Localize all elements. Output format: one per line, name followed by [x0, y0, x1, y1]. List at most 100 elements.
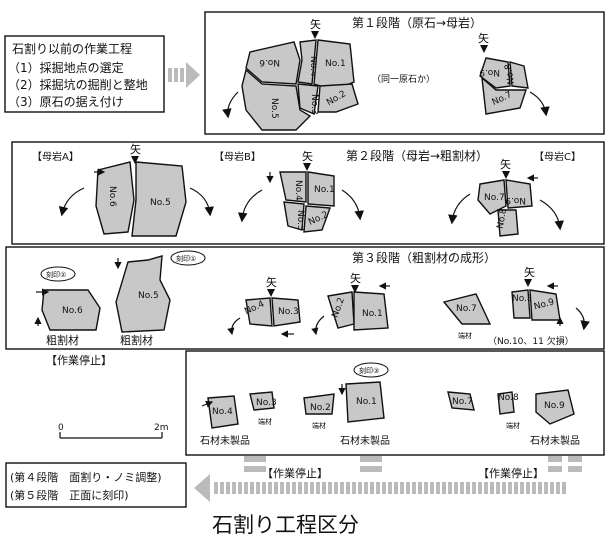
stone-label: No.8 [512, 294, 533, 304]
stone-label: No.4 [308, 56, 318, 77]
stamp-2-badge [40, 266, 76, 282]
stone-no2 [303, 205, 331, 233]
ya-marker [502, 171, 510, 179]
stage5-text: (第５段階 正面に刻印) [10, 488, 129, 502]
curved-arrow [448, 193, 471, 225]
ya-label: 矢 [310, 17, 321, 31]
stone-label: No.3 [256, 398, 277, 408]
stone-no1 [353, 291, 389, 331]
stone-no2 [303, 393, 335, 415]
ya-label: 矢 [350, 271, 361, 285]
mother-rock-c-label: 【母岩C】 [534, 150, 581, 163]
figure-caption: 石割り工程区分 [212, 513, 359, 537]
stone-label: No.7 [452, 397, 473, 407]
stone-no1 [345, 381, 385, 423]
work-stop-label: 【作業停止】 [478, 466, 544, 480]
stone-label: No.7 [484, 193, 505, 203]
stone-label: No.6 [259, 57, 280, 67]
scale-zero: 0 [58, 423, 64, 433]
stamp-2-label: 刻印② [46, 270, 66, 279]
stone-label: No.9 [479, 67, 500, 77]
stone-label: No.8 [504, 63, 517, 85]
ya-marker [524, 279, 532, 287]
offcut-label: 端材 [506, 421, 520, 430]
ya-label: 矢 [302, 149, 313, 163]
stone-no7 [481, 76, 527, 115]
pre-work-box [4, 35, 165, 113]
ya-label: 矢 [478, 31, 489, 45]
stone-no3 [283, 201, 305, 231]
stone-no5 [241, 68, 312, 131]
ya-marker [351, 285, 359, 293]
curved-arrow [237, 189, 263, 223]
stone-no5 [131, 161, 187, 237]
stone-no9 [505, 179, 533, 209]
stone-no4 [245, 297, 273, 327]
ya-marker [267, 289, 275, 297]
stone-label: No.5 [150, 198, 171, 208]
stone-label: No.9 [505, 195, 526, 205]
mother-rock-b-label: 【母岩B】 [214, 150, 261, 163]
stone-label: No.1 [362, 309, 383, 319]
stone-no7 [442, 293, 492, 325]
mother-rock-a-label: 【母岩A】 [32, 150, 79, 163]
unfinished-label: 石材未製品 [530, 434, 580, 447]
stage3-title: 第３段階（粗割材の成形） [352, 250, 496, 265]
stage1-title: 第１段階（原石→母岩） [352, 15, 482, 30]
pre-work-title: 石割り以前の作業工程 [12, 41, 132, 56]
curved-arrow [227, 317, 241, 336]
stone-no6 [41, 289, 101, 331]
stone-no6 [95, 161, 135, 235]
curved-arrow [539, 199, 564, 231]
rough-material-label: 粗割材 [120, 333, 153, 347]
stone-no6 [245, 41, 301, 85]
stone-no7 [447, 391, 475, 411]
stone-no4 [297, 39, 317, 85]
ya-marker [480, 45, 488, 53]
curved-arrow [222, 91, 239, 119]
stone-no8 [497, 391, 515, 415]
stone-label: No.5 [138, 291, 159, 301]
stage4-text: (第４段階 面割り・ノミ調整) [10, 470, 162, 484]
stone-label: No.5 [269, 98, 279, 119]
stone-no1 [307, 171, 335, 207]
stone-no3 [249, 391, 275, 411]
offcut-label: 端材 [258, 417, 272, 426]
ya-label: 矢 [130, 142, 141, 156]
stage3-box [5, 246, 605, 350]
stone-label: No.2 [310, 403, 331, 413]
scale-max: 2m [154, 423, 169, 433]
pre-work-item-2: （2）採掘坑の掘削と整地 [8, 77, 148, 92]
curved-arrow [575, 307, 590, 331]
stage2-title: 第２段階（母岩→粗割材） [346, 148, 488, 163]
stone-label: No.9 [544, 401, 565, 411]
ya-marker [131, 156, 139, 164]
stone-label: No.3 [309, 94, 319, 115]
stone-label: No.1 [325, 59, 346, 69]
small-arrow [201, 400, 214, 408]
stone-no8 [511, 289, 531, 319]
stamp-3-badge [353, 362, 389, 378]
stone-no3 [271, 297, 301, 327]
stone-label: No.3 [295, 210, 305, 231]
ya-marker [311, 31, 319, 39]
curved-arrow [58, 187, 85, 217]
stone-no8 [509, 61, 529, 89]
pre-work-item-1: （1）採掘地点の選定 [8, 60, 124, 75]
offcut-label: 端材 [312, 421, 326, 430]
stone-label: No.8 [496, 207, 509, 229]
ya-label: 矢 [500, 157, 511, 171]
ya-label: 矢 [524, 265, 535, 279]
curved-arrow [189, 187, 214, 217]
stone-no8 [497, 209, 519, 237]
stone-no9 [535, 389, 575, 425]
offcut-label: 端材 [458, 331, 472, 340]
dashed-arrow-right [168, 62, 200, 88]
dashed-flow-arrow [194, 456, 582, 502]
stone-label: No.4 [212, 407, 233, 417]
curved-arrow [311, 315, 325, 336]
pre-work-item-3: （3）原石の据え付け [8, 95, 124, 109]
stone-label: No.1 [356, 397, 377, 407]
